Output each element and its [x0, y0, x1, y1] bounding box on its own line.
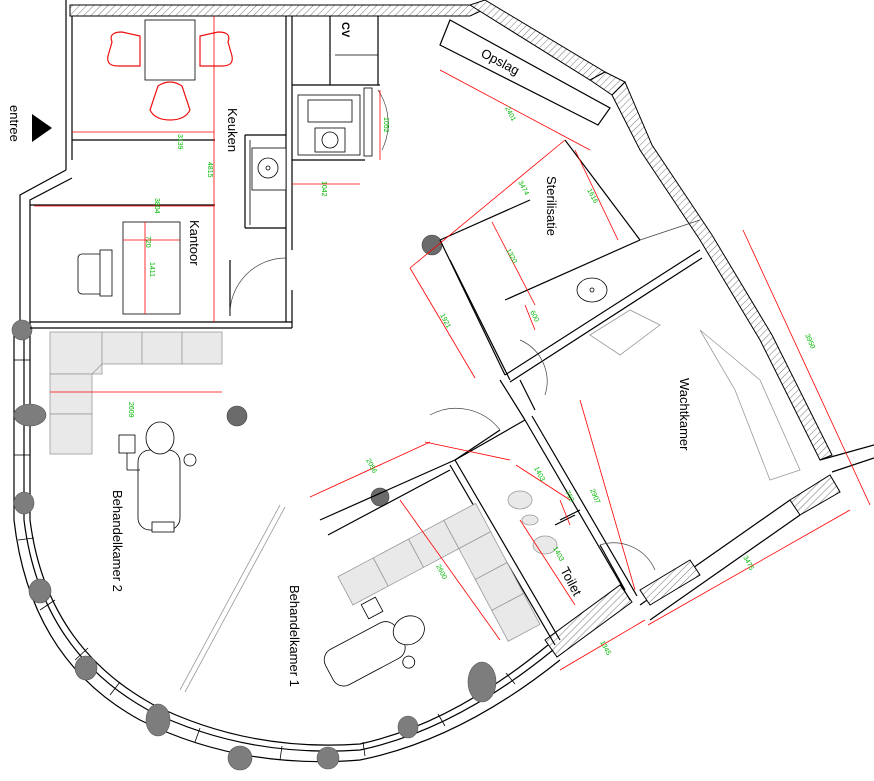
dimension-labels: 3139 4815 1052 1042 3804 720 1411 2401 3… — [127, 106, 816, 657]
dim-1403-bottom: 1403 — [551, 546, 565, 563]
dim-2056: 2056 — [364, 458, 378, 475]
dim-4815: 4815 — [206, 162, 213, 178]
dim-760: 760 — [563, 490, 575, 504]
room-label-kantoor: Kantoor — [187, 220, 202, 266]
dim-600: 600 — [528, 310, 540, 324]
dimension-lines — [34, 16, 871, 671]
dim-1042: 1042 — [320, 181, 327, 197]
entrance-arrow-icon — [32, 114, 52, 142]
dim-2401: 2401 — [503, 106, 517, 123]
dim-3950: 3950 — [803, 333, 816, 350]
dim-1345: 1345 — [598, 640, 612, 657]
entrance-label: entree — [7, 105, 22, 142]
room-labels: Keuken Kantoor Opslag Sterilisatie Wacht… — [110, 22, 692, 687]
dim-2600: 2600 — [434, 564, 448, 581]
dim-1320: 1320 — [504, 248, 518, 265]
dim-2907: 2907 — [588, 488, 601, 505]
curved-windows — [14, 359, 516, 761]
entrance: entree — [7, 105, 52, 142]
dim-1403-top: 1403 — [532, 466, 546, 483]
room-label-behandelkamer-2: Behandelkamer 2 — [110, 490, 125, 592]
dim-3804: 3804 — [153, 198, 160, 214]
room-label-opslag: Opslag — [479, 45, 522, 78]
dim-720: 720 — [144, 236, 151, 248]
room-label-wachtkamer: Wachtkamer — [677, 378, 692, 451]
dim-3475: 3475 — [741, 555, 755, 572]
wall-columns — [11, 319, 497, 771]
dim-3474: 3474 — [516, 180, 530, 197]
dim-3139: 3139 — [176, 134, 183, 150]
room-label-toilet: Toilet — [557, 564, 585, 598]
dim-1411: 1411 — [148, 262, 155, 277]
dim-1921: 1921 — [438, 313, 452, 330]
furniture — [49, 19, 801, 693]
dim-1052: 1052 — [382, 117, 389, 133]
interior-columns — [226, 234, 443, 507]
room-label-sterilisatie: Sterilisatie — [544, 176, 559, 236]
room-label-behandelkamer-1: Behandelkamer 1 — [287, 585, 302, 687]
outer-walls — [13, 0, 874, 763]
door-swings — [229, 89, 701, 571]
dim-1616: 1616 — [585, 188, 599, 205]
dim-2609: 2609 — [127, 402, 134, 418]
room-label-keuken: Keuken — [225, 108, 240, 152]
room-label-cv: CV — [339, 22, 351, 38]
